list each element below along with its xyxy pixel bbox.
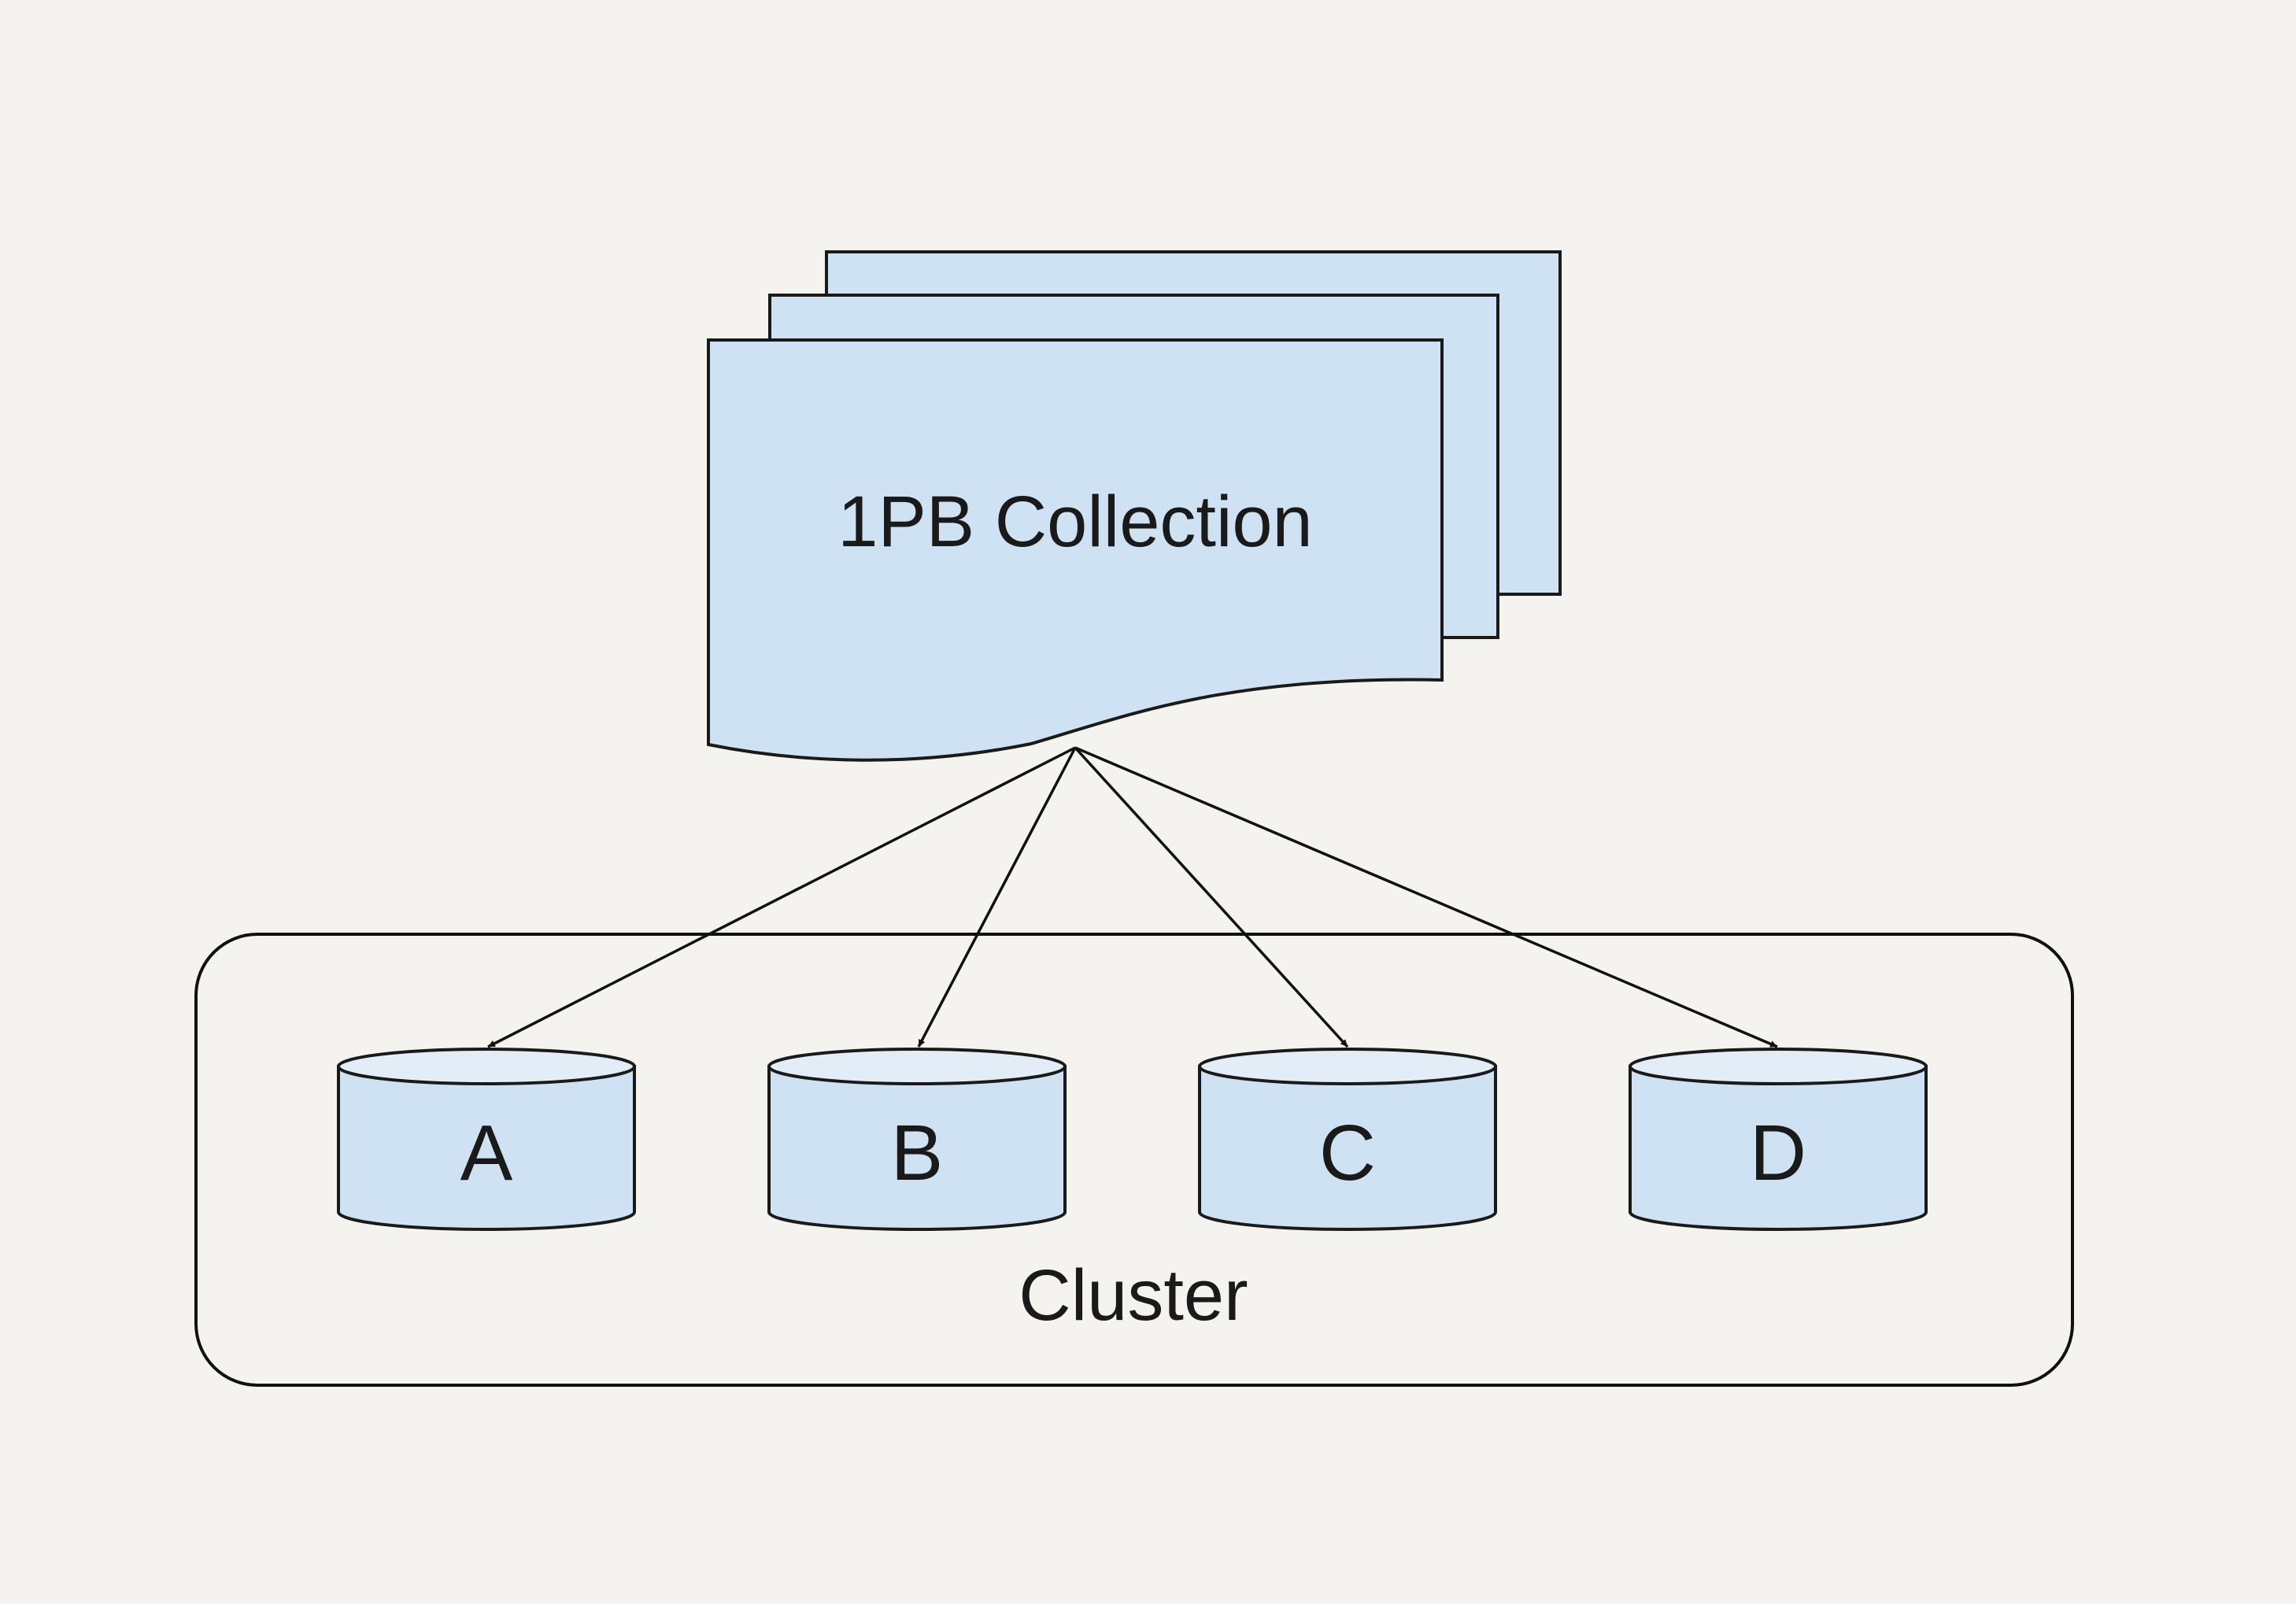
database-icon	[1629, 1065, 1928, 1231]
arrow-to-node-a	[487, 746, 1076, 1048]
collection-documents: 1PB Collection	[707, 250, 1562, 762]
database-icon	[1198, 1065, 1497, 1231]
database-top	[767, 1048, 1067, 1085]
cluster-container	[194, 933, 2074, 1387]
database-top	[1198, 1048, 1497, 1085]
node-label: D	[1750, 1109, 1806, 1197]
node-label: B	[891, 1109, 944, 1197]
document-front-page	[707, 338, 1444, 762]
node-b: B	[767, 1048, 1067, 1231]
node-label: A	[460, 1109, 513, 1197]
database-icon	[337, 1065, 636, 1231]
database-top	[1629, 1048, 1928, 1085]
arrow-to-node-b	[917, 747, 1077, 1048]
cluster-label: Cluster	[1019, 1255, 1248, 1336]
arrow-to-node-d	[1074, 746, 1778, 1048]
node-d: D	[1629, 1048, 1928, 1231]
node-a: A	[337, 1048, 636, 1231]
database-top	[337, 1048, 636, 1085]
database-icon	[767, 1065, 1067, 1231]
distribution-arrows	[487, 746, 1778, 1048]
node-label: C	[1319, 1109, 1376, 1197]
arrow-to-node-c	[1074, 746, 1349, 1048]
node-c: C	[1198, 1048, 1497, 1231]
collection-label: 1PB Collection	[837, 482, 1312, 562]
